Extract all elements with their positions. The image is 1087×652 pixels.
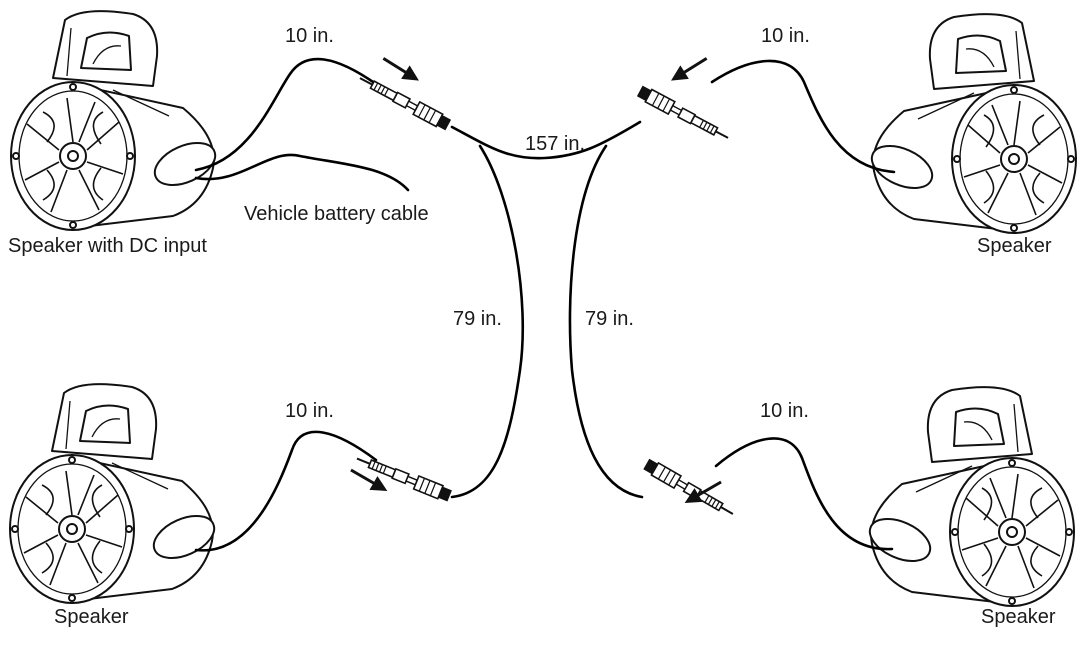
battery-cable [194,153,410,192]
top-left-lead-cable [194,57,378,172]
battery-cable-label: Vehicle battery cable [244,203,429,225]
bottom-right-lead-cable [714,437,894,551]
right-vertical-length-label: 79 in. [585,308,634,330]
bottom-right-length-label: 10 in. [760,400,809,422]
main-cable-length-label: 157 in. [525,133,585,155]
right-vertical-cable-79 [568,144,644,499]
top-left-length-label: 10 in. [285,25,334,47]
top-right-length-label: 10 in. [761,25,810,47]
arrow-top-left-icon [377,50,425,89]
top-right-lead-cable [710,59,896,174]
speaker-bottom-right-label: Speaker [981,606,1056,628]
speaker-top-right-icon [864,13,1077,234]
speaker-top-left-label: Speaker with DC input [8,235,207,257]
speaker-bottom-left-label: Speaker [54,606,129,628]
left-vertical-length-label: 79 in. [453,308,502,330]
bottom-left-length-label: 10 in. [285,400,334,422]
speaker-top-right-label: Speaker [977,235,1052,257]
main-cable-157 [450,120,642,160]
connector-plug-top-right-icon [635,83,733,146]
bottom-left-lead-cable [194,430,378,552]
connector-plug-bottom-right-icon [641,456,738,522]
speaker-top-left-icon [10,10,223,231]
speaker-bottom-left-icon [9,383,222,604]
arrow-top-right-icon [665,50,713,89]
left-vertical-cable-79 [450,144,525,499]
speaker-bottom-right-icon [862,386,1075,607]
connector-plug-bottom-left-icon [353,451,454,504]
